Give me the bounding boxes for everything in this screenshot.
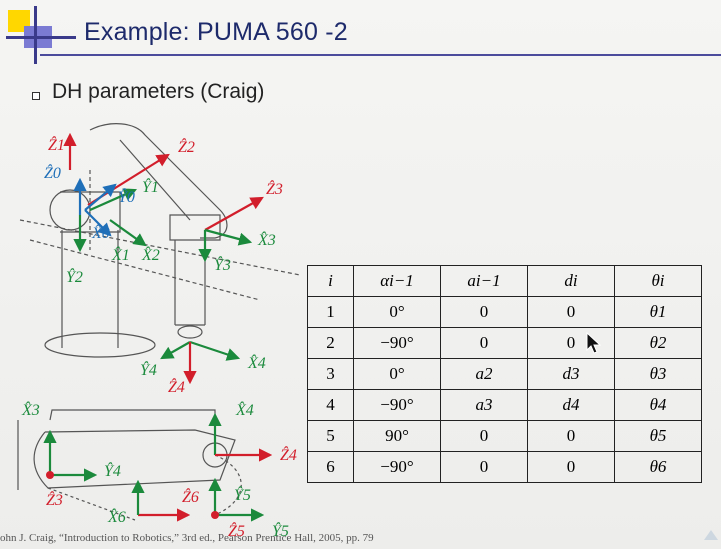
cell-i: 5 — [307, 420, 354, 452]
label-x0: X̂0 — [91, 223, 110, 242]
cell-a: 0 — [440, 451, 528, 483]
table-row: 2 −90° 0 0 θ2 — [307, 327, 702, 359]
slide-nav-arrow-icon[interactable] — [700, 520, 721, 549]
label-b-z3: Ẑ3 — [46, 490, 63, 509]
slide-subtitle: DH parameters (Craig) — [52, 80, 265, 103]
label-y2: Ŷ2 — [66, 267, 83, 286]
label-b-z6: Ẑ6 — [182, 487, 199, 506]
cell-alpha: −90° — [353, 451, 441, 483]
table-row: 4 −90° a3 d4 θ4 — [307, 389, 702, 421]
cell-a: 0 — [440, 296, 528, 328]
label-x3: X̂3 — [257, 230, 276, 249]
header-theta: θi — [614, 265, 702, 297]
cell-alpha: 0° — [353, 296, 441, 328]
label-b-y4: Ŷ4 — [104, 461, 121, 480]
cell-alpha: 90° — [353, 420, 441, 452]
cell-alpha: 0° — [353, 358, 441, 390]
table-row: 3 0° a2 d3 θ3 — [307, 358, 702, 390]
cell-i: 6 — [307, 451, 354, 483]
label-y3: Ŷ3 — [214, 255, 231, 274]
cell-theta: θ1 — [614, 296, 702, 328]
table-row: 6 −90° 0 0 θ6 — [307, 451, 702, 483]
label-b-z4: Ẑ4 — [280, 445, 297, 464]
label-y4: Ŷ4 — [140, 360, 157, 379]
puma-robot-figure: Ẑ1 Ẑ2 Ẑ0 Ŷ0 Ŷ1 Ẑ3 X̂0 X̂1 X̂2 Ŷ2 Ŷ3 X̂3 … — [17, 123, 301, 540]
label-b-y5: Ŷ5 — [234, 485, 251, 504]
label-y0: Ŷ0 — [118, 187, 135, 206]
label-b-x3: X̂3 — [21, 400, 40, 419]
cell-alpha: −90° — [353, 327, 441, 359]
cell-a: 0 — [440, 327, 528, 359]
table-header-row: i αi−1 ai−1 di θi — [307, 265, 702, 297]
label-b-x6: X̂6 — [107, 507, 126, 526]
cell-d: d4 — [527, 389, 615, 421]
label-x2: X̂2 — [141, 245, 160, 264]
title-divider — [40, 54, 721, 56]
header-a: ai−1 — [440, 265, 528, 297]
label-z1: Ẑ1 — [48, 135, 65, 154]
label-z4: Ẑ4 — [168, 377, 185, 396]
label-z3: Ẑ3 — [266, 179, 283, 198]
label-x4: X̂4 — [247, 353, 266, 372]
cell-i: 1 — [307, 296, 354, 328]
cell-theta: θ3 — [614, 358, 702, 390]
label-x1: X̂1 — [111, 245, 130, 264]
header-alpha: αi−1 — [353, 265, 441, 297]
slide-logo — [6, 6, 76, 64]
label-z0: Ẑ0 — [44, 163, 61, 182]
cell-i: 2 — [307, 327, 354, 359]
cell-i: 4 — [307, 389, 354, 421]
table-row: 1 0° 0 0 θ1 — [307, 296, 702, 328]
label-z2: Ẑ2 — [178, 137, 195, 156]
cell-theta: θ5 — [614, 420, 702, 452]
header-i: i — [307, 265, 354, 297]
cell-a: 0 — [440, 420, 528, 452]
label-b-y5b: Ŷ5 — [272, 521, 289, 540]
label-b-z5: Ẑ5 — [228, 521, 245, 540]
cell-d: 0 — [527, 296, 615, 328]
cell-d: d3 — [527, 358, 615, 390]
cell-alpha: −90° — [353, 389, 441, 421]
cell-d: 0 — [527, 451, 615, 483]
cell-i: 3 — [307, 358, 354, 390]
cell-theta: θ2 — [614, 327, 702, 359]
cell-a: a2 — [440, 358, 528, 390]
citation: ohn J. Craig, “Introduction to Robotics,… — [0, 532, 374, 544]
cell-a: a3 — [440, 389, 528, 421]
mouse-pointer-icon — [586, 332, 602, 354]
cell-d: 0 — [527, 420, 615, 452]
slide-title: Example: PUMA 560 -2 — [84, 18, 348, 46]
cell-theta: θ4 — [614, 389, 702, 421]
table-row: 5 90° 0 0 θ5 — [307, 420, 702, 452]
label-b-x4: X̂4 — [235, 400, 254, 419]
header-d: di — [527, 265, 615, 297]
cell-theta: θ6 — [614, 451, 702, 483]
label-y1: Ŷ1 — [142, 177, 159, 196]
dh-parameter-table: i αi−1 ai−1 di θi 1 0° 0 0 θ1 2 −90° 0 0… — [307, 265, 702, 483]
bullet-icon — [32, 92, 40, 100]
